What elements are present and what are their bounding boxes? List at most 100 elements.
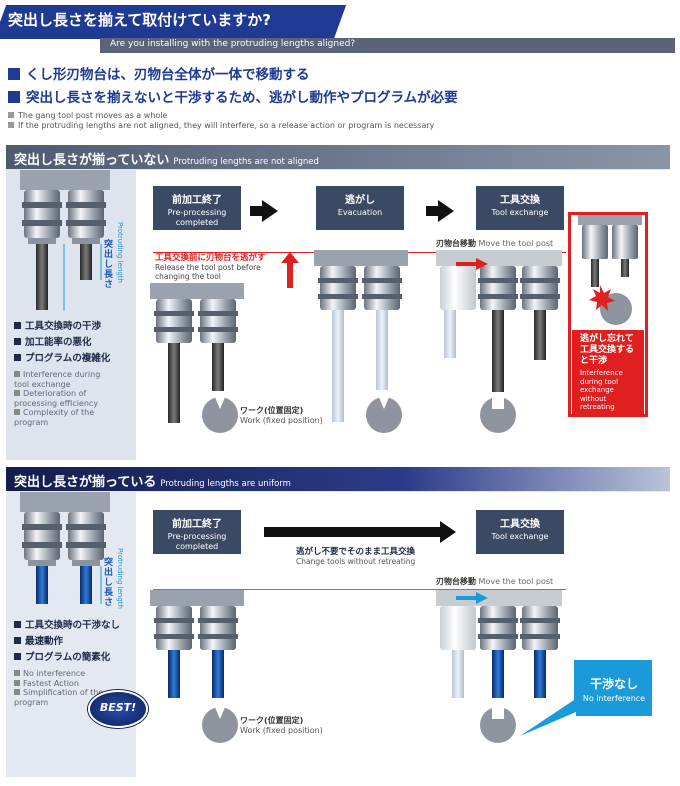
warning-label-block: 逃がし忘れて工具交換すると干渉 Interference during tool…: [572, 330, 644, 414]
move-en-2: Move the tool post: [478, 577, 554, 586]
benefit-item: 工具交換時の干渉なし: [14, 617, 120, 631]
bullet-2-text: 突出し長さを揃えないと干渉するため、逃がし動作やプログラムが必要: [26, 90, 458, 106]
note-1: The gang tool post moves as a whole: [8, 111, 167, 120]
benefit-list-en: No interference Fastest Action Simplific…: [14, 669, 114, 707]
workpiece-label-2: ワーク(位置固定): [240, 715, 303, 726]
workpiece-icon: [480, 395, 516, 433]
step-tool-exchange-2: 工具交換 Tool exchange: [476, 510, 564, 554]
page-title: 突出し長さを揃えて取付けていますか?: [8, 11, 271, 29]
best-badge-text: BEST!: [99, 701, 137, 714]
issue-en-1-text: Interference during tool exchange: [14, 370, 101, 389]
step-2-2-jp: 工具交換: [500, 519, 540, 530]
step-2-en: Evacuation: [337, 208, 383, 217]
step-2-2-en: Tool exchange: [491, 532, 549, 541]
workpiece-icon: [480, 705, 516, 743]
benefit-1: 工具交換時の干渉なし: [25, 620, 121, 631]
work-jp: ワーク(位置固定): [240, 406, 304, 415]
step-2-jp: 逃がし: [345, 195, 375, 206]
no-interference-callout: [520, 660, 652, 736]
workpiece-icon: [366, 395, 402, 433]
issue-en-2-text: Deterioration of processing efficiency: [14, 389, 99, 408]
step-2-1-jp: 前加工終了: [172, 519, 222, 530]
step-1-en: Pre-processing completed: [167, 208, 227, 227]
benefit-en-1: No interference: [14, 669, 114, 679]
release-label: 工具交換前に刃物台を逃がす: [155, 253, 266, 263]
long-arrow-shaft: [264, 527, 444, 537]
issue-list-en: Interference during tool exchange Deteri…: [14, 370, 114, 427]
note-2: If the protruding lengths are not aligne…: [8, 121, 434, 130]
warning-jp: 逃がし忘れて工具交換すると干渉: [580, 334, 635, 366]
note-1-text: The gang tool post moves as a whole: [18, 111, 168, 120]
benefit-3: プログラムの簡素化: [25, 652, 111, 663]
tools-tool-exchange-2: [436, 590, 562, 698]
direct-change-label: 逃がし不要でそのまま工具交換: [296, 547, 416, 557]
best-badge: BEST!: [88, 690, 148, 728]
workpiece-icon: [202, 395, 238, 433]
no-interference-text: 干渉なし No interference: [576, 675, 652, 703]
section-2-side-label: 突出し長さ: [104, 558, 114, 608]
benefit-item: 最速動作: [14, 633, 120, 647]
move-jp: 刃物台移動: [436, 239, 476, 248]
turret-block: [20, 170, 110, 190]
section-1-tool-holder-figure: [20, 170, 110, 310]
section-1-issue-list: 工具交換時の干渉 加工能率の悪化 プログラムの複雑化 Interference …: [14, 318, 114, 427]
square-icon: [14, 637, 21, 644]
step-2-1-en: Pre-processing completed: [167, 532, 227, 551]
issue-en-2: Deterioration of processing efficiency: [14, 389, 114, 408]
issue-2: 加工能率の悪化: [25, 337, 92, 348]
issue-en-3: Complexity of the program: [14, 408, 114, 427]
bullet-square-icon: [8, 68, 20, 80]
tools-pre-processing-2: [150, 590, 244, 698]
section-2-tool-holder-figure: [20, 492, 110, 604]
bullet-square-icon: [8, 91, 20, 103]
workpiece-icon: [202, 705, 238, 743]
arrow-shaft: [426, 206, 440, 216]
warning-en: Interference during tool exchange withou…: [580, 369, 623, 411]
step-evacuation: 逃がし Evacuation: [316, 186, 404, 230]
workpiece-label: ワーク(位置固定): [240, 405, 303, 416]
square-icon: [14, 322, 21, 329]
step-pre-processing-2: 前加工終了 Pre-processing completed: [153, 510, 241, 554]
holder-right: [66, 190, 106, 280]
square-icon: [14, 338, 21, 345]
move-en: Move the tool post: [478, 239, 554, 248]
step-3-jp: 工具交換: [500, 195, 540, 206]
note-2-text: If the protruding lengths are not aligne…: [18, 121, 435, 130]
section-1-title-en: Protruding lengths are not aligned: [173, 157, 319, 167]
interference-figure: [578, 215, 642, 325]
benefit-en-1-text: No interference: [23, 669, 86, 678]
arrow-right-icon: [262, 200, 278, 222]
square-icon: [14, 653, 21, 660]
tools-evacuation: [314, 250, 408, 422]
issue-item: 工具交換時の干渉: [14, 318, 114, 332]
square-icon: [14, 354, 21, 361]
section-2-title-en: Protruding lengths are uniform: [160, 479, 291, 489]
benefit-en-3: Simplification of the program: [14, 688, 114, 707]
move-tool-post-label-2: 刃物台移動 Move the tool post: [436, 576, 553, 587]
benefit-en-2-text: Fastest Action: [23, 678, 79, 688]
section-2-benefit-list: 工具交換時の干渉なし 最速動作 プログラムの簡素化 No interferenc…: [14, 617, 120, 707]
section-2-title: 突出し長さが揃っている: [14, 475, 157, 490]
benefit-en-3-text: Simplification of the program: [14, 688, 104, 707]
benefit-item: プログラムの簡素化: [14, 649, 120, 663]
arrow-shaft: [250, 206, 264, 216]
bullet-1-text: くし形刃物台は、刃物台全体が一体で移動する: [26, 67, 310, 83]
issue-item: プログラムの複雑化: [14, 350, 114, 364]
arrow-right-icon: [438, 200, 454, 222]
no-interference-en: No interference: [582, 694, 646, 703]
issue-en-3-text: Complexity of the program: [14, 408, 95, 427]
release-label-en: Release the tool post before changing th…: [155, 263, 261, 281]
benefit-2: 最速動作: [25, 636, 64, 647]
header-subtitle-band: [100, 38, 675, 53]
section-1-side-label: 突出し長さ: [104, 240, 114, 290]
reference-line-2: [153, 589, 566, 590]
arrow-right-icon: [440, 521, 456, 543]
workpiece-label-en: Work (fixed position): [240, 416, 323, 425]
bullet-2: 突出し長さを揃えないと干渉するため、逃がし動作やプログラムが必要: [8, 86, 458, 106]
issue-3: プログラムの複雑化: [25, 353, 111, 364]
workpiece-label-2-en: Work (fixed position): [240, 726, 323, 735]
